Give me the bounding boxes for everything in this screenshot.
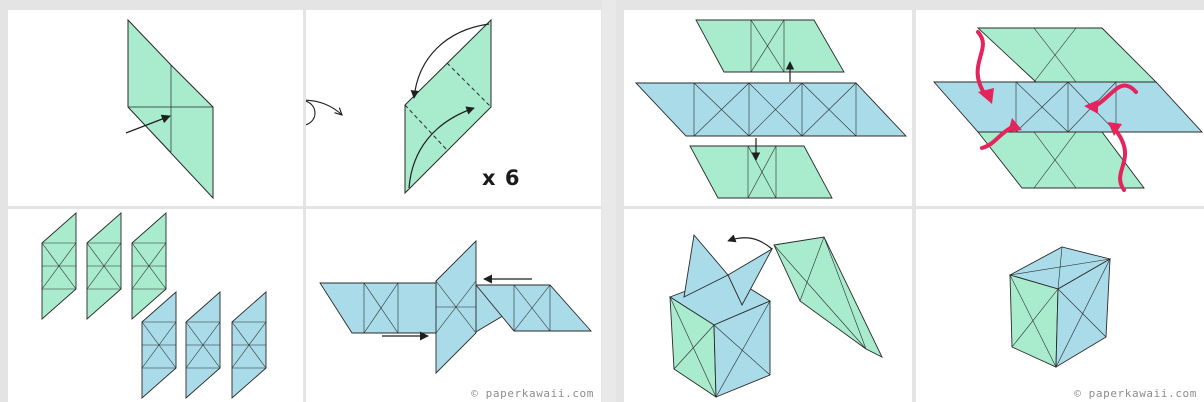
unit-green-1 (41, 212, 77, 320)
open-cube (669, 233, 774, 398)
blue-center-column (435, 239, 477, 375)
step-3-diagram (41, 212, 267, 399)
green-bottom-layer (977, 131, 1145, 189)
step-6-diagram (933, 27, 1204, 192)
step-4-assembly-panel: © paperkawaii.com (306, 209, 601, 402)
green-upper-piece (695, 19, 845, 73)
unit-blue-1 (141, 291, 177, 399)
step-7-close-panel (624, 209, 912, 402)
unit-blue-2 (185, 291, 221, 399)
step-5-connect-panel (624, 10, 912, 206)
blue-strip (319, 282, 507, 334)
close-arrow (727, 234, 773, 250)
tuck-arrow-top-left (975, 30, 988, 98)
multiplier-label: x 6 (482, 166, 521, 190)
left-instruction-sheet: x 6 (8, 10, 601, 402)
step-4-diagram (319, 239, 593, 375)
unit-green-3 (131, 212, 167, 320)
blue-flat-row (634, 82, 908, 137)
step-6-tuck-panel (916, 10, 1204, 206)
fold-arrow-bottom (408, 106, 475, 189)
step-8-finished-panel: © paperkawaii.com (916, 209, 1204, 402)
folded-paper-green (404, 18, 492, 195)
fold-arrow-top (410, 23, 490, 99)
green-lower-piece (689, 145, 833, 199)
tuck-arrow-bottom-right (1112, 126, 1127, 192)
step-5-diagram (634, 19, 908, 199)
finished-cube (1008, 246, 1112, 368)
step-3-units-panel (8, 209, 303, 402)
blue-strip-right (475, 284, 593, 332)
step-2-fold-panel: x 6 (306, 10, 601, 206)
right-instruction-sheet: © paperkawaii.com (616, 0, 1204, 402)
step-8-diagram (1008, 246, 1112, 368)
dashed-fold-line-top (446, 62, 492, 108)
step-1-diagram (125, 18, 214, 200)
watermark-credit: © paperkawaii.com (1074, 387, 1197, 400)
unit-blue-3 (231, 291, 267, 399)
step-7-diagram (669, 233, 883, 398)
flip-over-icon (306, 99, 342, 126)
unit-green-2 (86, 212, 122, 320)
fold-arrow (125, 114, 171, 134)
step-1-fold-panel (8, 10, 303, 206)
dashed-fold-line-bottom (404, 104, 448, 151)
paper-square-green (127, 18, 214, 200)
step-2-diagram (306, 18, 492, 195)
green-top-layer (976, 27, 1158, 83)
loose-green-flap (773, 236, 883, 358)
watermark-credit: © paperkawaii.com (471, 387, 594, 400)
